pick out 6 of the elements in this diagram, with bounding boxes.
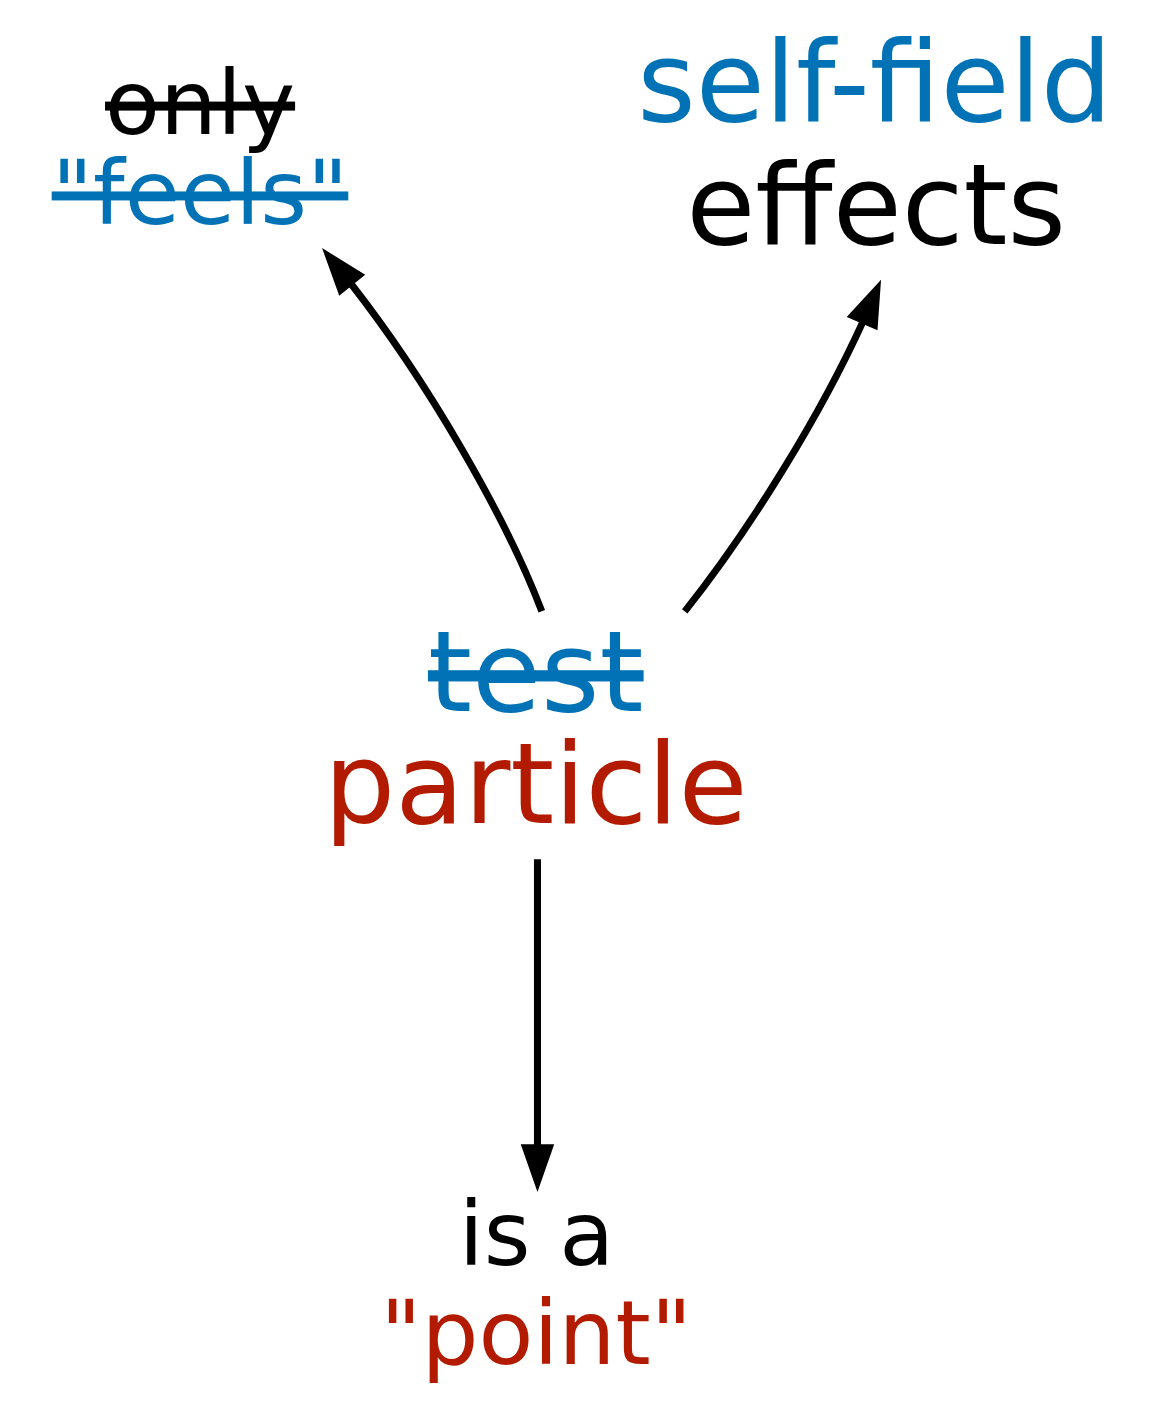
node-text: only "feels"	[51, 50, 349, 245]
node-text: self-field effects	[637, 16, 1113, 271]
node-text: is a "point"	[380, 1182, 692, 1385]
arrow	[322, 248, 546, 613]
node-text: test particle	[324, 606, 748, 849]
arrow	[682, 279, 882, 614]
